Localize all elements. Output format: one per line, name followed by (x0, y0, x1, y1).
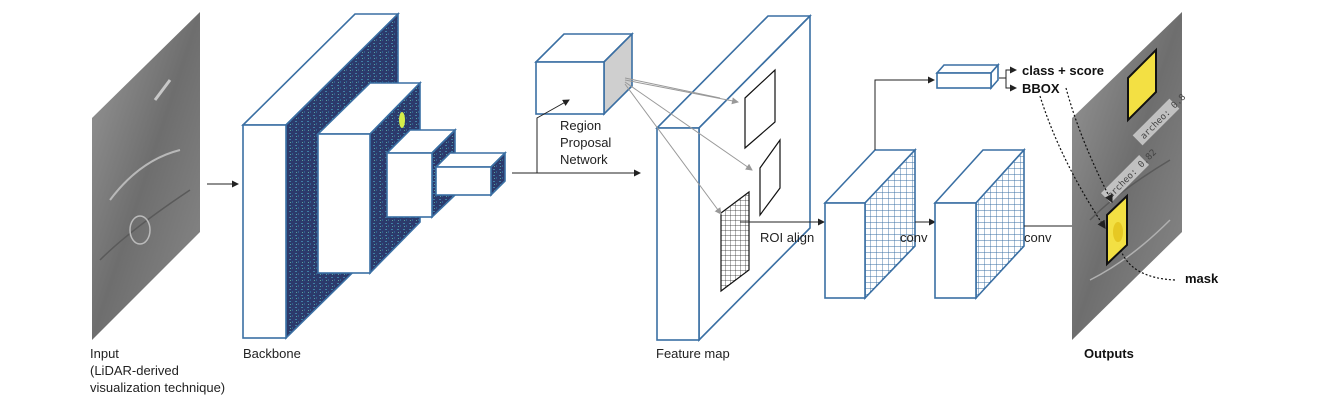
bbox-label: BBOX (1022, 81, 1060, 96)
conv-block-1 (823, 147, 917, 300)
rpn-proposal-arrow-3 (624, 83, 722, 215)
input-sub-label-2: visualization technique) (90, 380, 225, 395)
rpn-label-line3: Network (560, 152, 608, 167)
backbone-block (241, 12, 507, 340)
input-sub-label-1: (LiDAR-derived (90, 363, 179, 378)
bbox-leader-line (1039, 95, 1106, 230)
roi-box-1 (744, 68, 776, 150)
roi-box-2 (759, 138, 781, 217)
mask-label: mask (1185, 271, 1219, 286)
rpn-block (534, 32, 634, 116)
backbone-label: Backbone (243, 346, 301, 361)
roi-align-label: ROI align (760, 230, 814, 245)
conv2-label: conv (1024, 230, 1052, 245)
fc-to-class-arrow (999, 66, 1017, 79)
input-image (92, 12, 200, 340)
rpn-label-line2: Proposal (560, 135, 611, 150)
rpn-label-line1: Region (560, 118, 601, 133)
outputs-label: Outputs (1084, 346, 1134, 361)
feature-map-block (655, 14, 812, 342)
roi-grid (720, 190, 750, 293)
conv1-to-fc-arrow (874, 76, 935, 150)
conv1-label: conv (900, 230, 928, 245)
conv-block-2 (933, 147, 1026, 301)
class-leader-line (1065, 87, 1113, 204)
class-score-label: class + score (1022, 63, 1104, 78)
input-label: Input (90, 346, 119, 361)
fc-block (935, 62, 1000, 91)
rpn-proposal-arrow-4 (624, 77, 721, 99)
feature-map-label: Feature map (656, 346, 730, 361)
backbone-to-rpn-arrow (512, 99, 570, 174)
mask-highlight (1113, 222, 1123, 242)
rpn-proposal-arrow-2 (624, 81, 753, 171)
mask-leader-line (1119, 247, 1176, 281)
fc-to-bbox-arrow (1005, 78, 1017, 92)
output-image: archeo: 0.8 archeo: 0.82 (1072, 12, 1188, 340)
detection-box-top (1127, 47, 1157, 123)
